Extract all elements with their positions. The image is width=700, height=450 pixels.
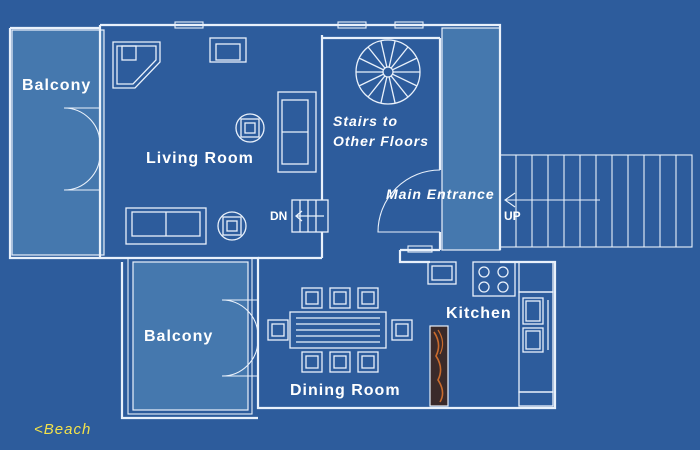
balcony-lower-area	[132, 261, 249, 411]
down-stairs	[291, 199, 329, 233]
main-entrance-label: Main Entrance	[386, 186, 495, 202]
dining-chair	[267, 319, 289, 341]
balcony-upper-label: Balcony	[22, 77, 91, 94]
spiral-tread	[392, 57, 418, 71]
living-room-label: Living Room	[146, 150, 254, 167]
dining-chair-seat	[305, 291, 319, 305]
interior-walls	[258, 35, 442, 264]
spiral-core	[382, 66, 394, 78]
stairs-label-line2: Other Floors	[333, 133, 429, 149]
spiral-tread	[388, 40, 396, 68]
up-marker: UP	[504, 209, 521, 223]
dining-chair	[329, 351, 351, 373]
spiral-tread	[358, 57, 384, 71]
windows	[174, 21, 433, 253]
dining-chair-seat	[395, 323, 409, 337]
dining-chair	[329, 287, 351, 309]
spiral-tread	[358, 73, 384, 87]
balcony-upper-doors	[63, 107, 101, 191]
dining-room-label: Dining Room	[290, 382, 401, 399]
balcony-lower-doors	[221, 299, 259, 377]
spiral-tread	[367, 75, 386, 98]
dining-chair	[357, 351, 379, 373]
dining-chair	[301, 351, 323, 373]
dining-chair-seat	[361, 355, 375, 369]
spiral-tread	[392, 73, 418, 87]
dining-chair-seat	[361, 291, 375, 305]
beach-link[interactable]: <Beach	[34, 421, 91, 438]
balcony-lower-label: Balcony	[144, 328, 213, 345]
spiral-tread	[390, 46, 409, 69]
round-table-upper	[235, 113, 265, 143]
dining-chair	[301, 287, 323, 309]
spiral-stairs	[355, 39, 421, 105]
entrance-stairs	[499, 154, 693, 248]
spiral-tread	[380, 76, 388, 104]
up-arrow	[504, 192, 600, 208]
down-marker: DN	[270, 209, 287, 223]
dining-chair-seat	[271, 323, 285, 337]
dining-chair	[391, 319, 413, 341]
round-table-lower	[217, 211, 247, 241]
spiral-tread	[390, 75, 409, 98]
spiral-tread	[367, 46, 386, 69]
dining-set	[267, 287, 413, 373]
spiral-tread	[380, 40, 388, 68]
balcony-upper-area	[11, 29, 105, 256]
dining-chair	[357, 287, 379, 309]
stairs-label-line1: Stairs to	[333, 113, 398, 129]
kitchen-label: Kitchen	[446, 305, 512, 322]
spiral-tread	[388, 76, 396, 104]
dining-chair-seat	[305, 355, 319, 369]
kitchen-island	[429, 325, 449, 407]
stair-shaft-area	[441, 27, 501, 251]
kitchen-fixtures	[427, 261, 554, 407]
living-room-furniture	[112, 37, 317, 245]
dining-chair-seat	[333, 291, 347, 305]
dining-chair-seat	[333, 355, 347, 369]
main-entrance-door	[377, 169, 441, 233]
